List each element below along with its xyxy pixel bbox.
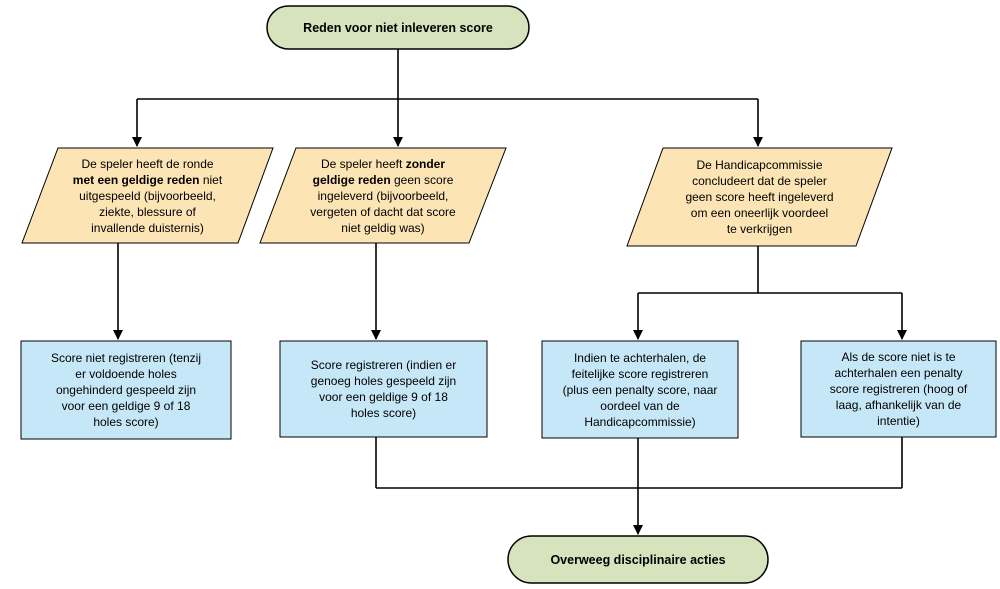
text-line: Handicapcommissie) [584,414,696,429]
text-line: (plus een penalty score, naar [562,382,718,397]
text-line: score registreren (hoog of [829,382,968,396]
process-1: Score niet registreren (tenzij er voldoen… [21,341,231,439]
text-line: voor een geldige 9 of 18 [319,390,448,404]
text-line: met een geldige reden niet [73,172,222,188]
text-line: Score niet registreren (tenzij [50,351,202,365]
process-2: Score registreren (indien er genoeg holes… [280,341,487,437]
decision-3: De Handicapcommissie concludeert dat de s… [645,148,874,246]
decision-shape-2 [259,147,507,244]
process-shape-3 [541,340,739,439]
text-line: te verkrijgen [727,221,792,237]
text-line: voor een geldige 9 of 18 [61,399,191,413]
end-terminal-label: Overweeg disciplinaire acties [550,552,726,567]
text-line: genoeg holes gespeeld zijn [310,374,457,388]
text-line: achterhalen een penalty [834,366,963,380]
text-segment: De speler heeft de ronde [81,156,214,171]
text-segment: geen score heeft ingeleverd [685,190,834,204]
decision-shape-1 [21,147,274,244]
text-segment: invallende duisternis) [91,220,204,235]
text-line: De speler heeft zonder [321,156,445,172]
text-line: concludeert dat de speler [692,173,827,189]
text-segment: De speler heeft [320,156,406,171]
bold-text: zonder [405,156,446,171]
text-segment: ziekte, blessure of [99,204,196,219]
text-segment: concludeert dat de speler [692,174,827,188]
text-line: invallende duisternis) [91,220,204,236]
text-segment: om een oneerlijk voordeel [690,206,829,220]
process-4: Als de score niet is te achterhalen een p… [801,341,996,437]
start-terminal: Reden voor niet inleveren score [267,6,529,49]
text-line: intentie) [877,414,920,428]
text-line: uitgespeeld (bijvoorbeeld, [79,188,216,204]
text-segment: niet [199,172,223,187]
connectors [113,49,907,535]
end-terminal-shape [507,535,769,584]
text-line: De speler heeft de ronde [81,156,213,172]
text-segment: te verkrijgen [726,222,793,236]
bold-text: geldige reden [312,172,391,187]
text-line: ingeleverd (bijvoorbeeld, [318,188,449,204]
text-line: ziekte, blessure of [99,204,196,220]
text-line: er voldoende holes [75,367,177,381]
text-line: Als de score niet is te [841,350,956,364]
text-line: holes score) [350,406,417,420]
text-line: om een oneerlijk voordeel [691,205,828,221]
text-line: geldige reden geen score [313,172,454,188]
text-line: niet geldig was) [341,220,424,236]
text-line: Score registreren (indien er [310,358,457,372]
text-line: ongehinderd gespeeld zijn [55,383,197,397]
text-line: De Handicapcommissie [696,157,822,173]
text-line: geen score heeft ingeleverd [685,189,833,205]
decision-shape-3 [626,147,893,247]
bold-text: met een geldige reden [72,172,200,187]
text-segment: De Handicapcommissie [696,158,823,172]
start-terminal-label: Reden voor niet inleveren score [303,20,493,35]
text-segment: vergeten of dacht dat score [310,204,456,219]
text-segment: geen score [390,172,454,187]
text-segment: niet geldig was) [341,220,425,235]
text-line: laag, afhankelijk van de [835,398,962,412]
process-shape-4 [800,340,997,438]
end-terminal: Overweeg disciplinaire acties [508,536,768,583]
text-line: holes score) [93,415,159,429]
text-line: oordeel van de [600,398,680,413]
text-line: vergeten of dacht dat score [310,204,455,220]
process-shape-1 [20,340,232,440]
text-segment: uitgespeeld (bijvoorbeeld, [79,188,216,203]
text-line: feitelijke score registreren [571,366,709,381]
text-segment: ingeleverd (bijvoorbeeld, [317,188,449,203]
text-line: Indien te achterhalen, de [573,350,707,365]
process-shape-2 [279,340,488,438]
